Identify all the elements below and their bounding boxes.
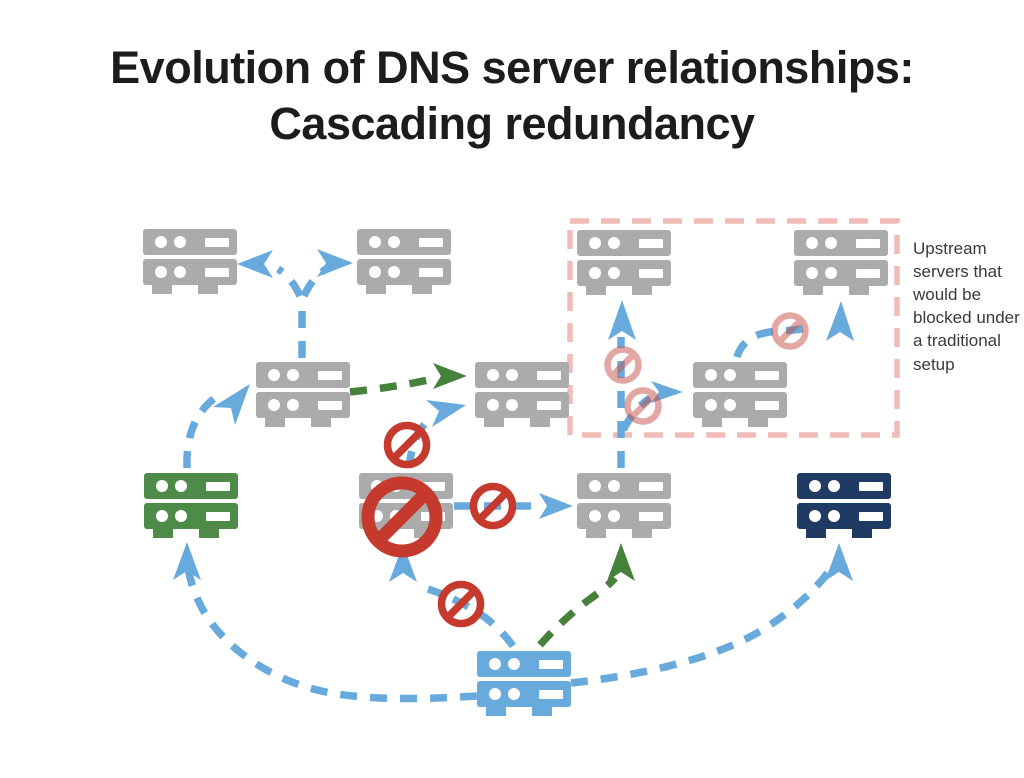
edge-green-to-relayleft [183,393,219,469]
server-relay-right [475,362,569,427]
arrowhead-to-boxed-upstream-left [608,300,636,340]
arrowhead-to-green-fallback [173,542,201,580]
server-upstream-left [143,229,237,294]
blocked-sign-small-top [383,421,431,469]
server-upstream-right [357,229,451,294]
blocked-sign-large [361,476,443,558]
server-boxed-relay [693,362,787,427]
server-fallback-navy [797,473,891,538]
server-origin [477,651,571,716]
edge-origin-to-navy [570,565,835,687]
edge-split-left [275,265,304,298]
arrowhead-to-blocked-server [389,544,417,582]
blocked-sign-pink-lower [624,387,662,425]
edge-origin-to-relaycenter [537,575,618,648]
blocked-sign-pink-upper [604,346,642,384]
server-relay-center [577,473,671,538]
blocked-sign-pink-right [771,312,809,350]
blocked-sign-small-bottom [437,580,485,628]
blocked-region-box [567,218,900,438]
arrowhead-to-boxed-upstream-right [826,301,854,341]
arrowhead-to-upstream-right [317,249,353,277]
server-fallback-green [144,473,238,538]
edge-origin-to-green [184,565,478,703]
blocked-box-label: Upstream servers that would be blocked u… [913,239,1020,374]
server-relay-left [256,362,350,427]
arrowhead-green-to-relay-center [607,543,635,581]
arrowhead-to-relay-left [213,384,250,425]
edge-relayleft-to-relayright [349,376,429,396]
arrowhead-to-upstream-left [237,250,273,278]
edge-origin-to-blocked [426,585,517,649]
page-title-line2: Cascading redundancy [269,98,755,150]
page-title: Evolution of DNS server relationships: C… [0,40,1024,153]
arrowhead-to-relay-center [539,493,573,519]
page-title-line1: Evolution of DNS server relationships: [110,42,914,93]
arrowhead-blue-to-relay-right [426,400,466,427]
arrowhead-to-navy-fallback [825,543,853,581]
arrowhead-green-to-relay-right [433,363,467,389]
blocked-sign-small-right [469,482,517,530]
server-boxed-upstream-right [794,230,888,295]
server-boxed-upstream-left [577,230,671,295]
